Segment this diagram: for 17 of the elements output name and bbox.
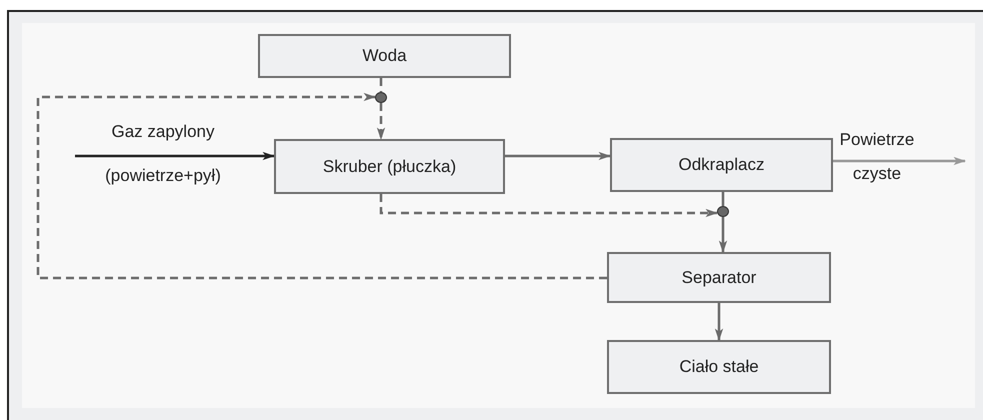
flow-label: czyste xyxy=(852,164,902,184)
arrow xyxy=(75,152,276,160)
process-box: Separator xyxy=(607,252,831,303)
process-box: Odkraplacz xyxy=(610,138,833,192)
process-box: Woda xyxy=(258,34,511,78)
flow-label: Gaz zapylony xyxy=(112,122,214,142)
arrow xyxy=(505,152,612,160)
dashed-arrow xyxy=(36,92,607,280)
arrow xyxy=(833,156,966,166)
arrow xyxy=(714,303,724,342)
arrow xyxy=(718,217,728,254)
process-box: Skruber (płuczka) xyxy=(274,139,505,194)
dashed-arrow xyxy=(376,103,386,140)
flow-label: (powietrze+pył) xyxy=(105,166,221,186)
flow-label: Powietrze xyxy=(840,130,914,150)
process-box: Ciało stałe xyxy=(607,340,831,394)
dashed-arrow xyxy=(380,194,718,218)
